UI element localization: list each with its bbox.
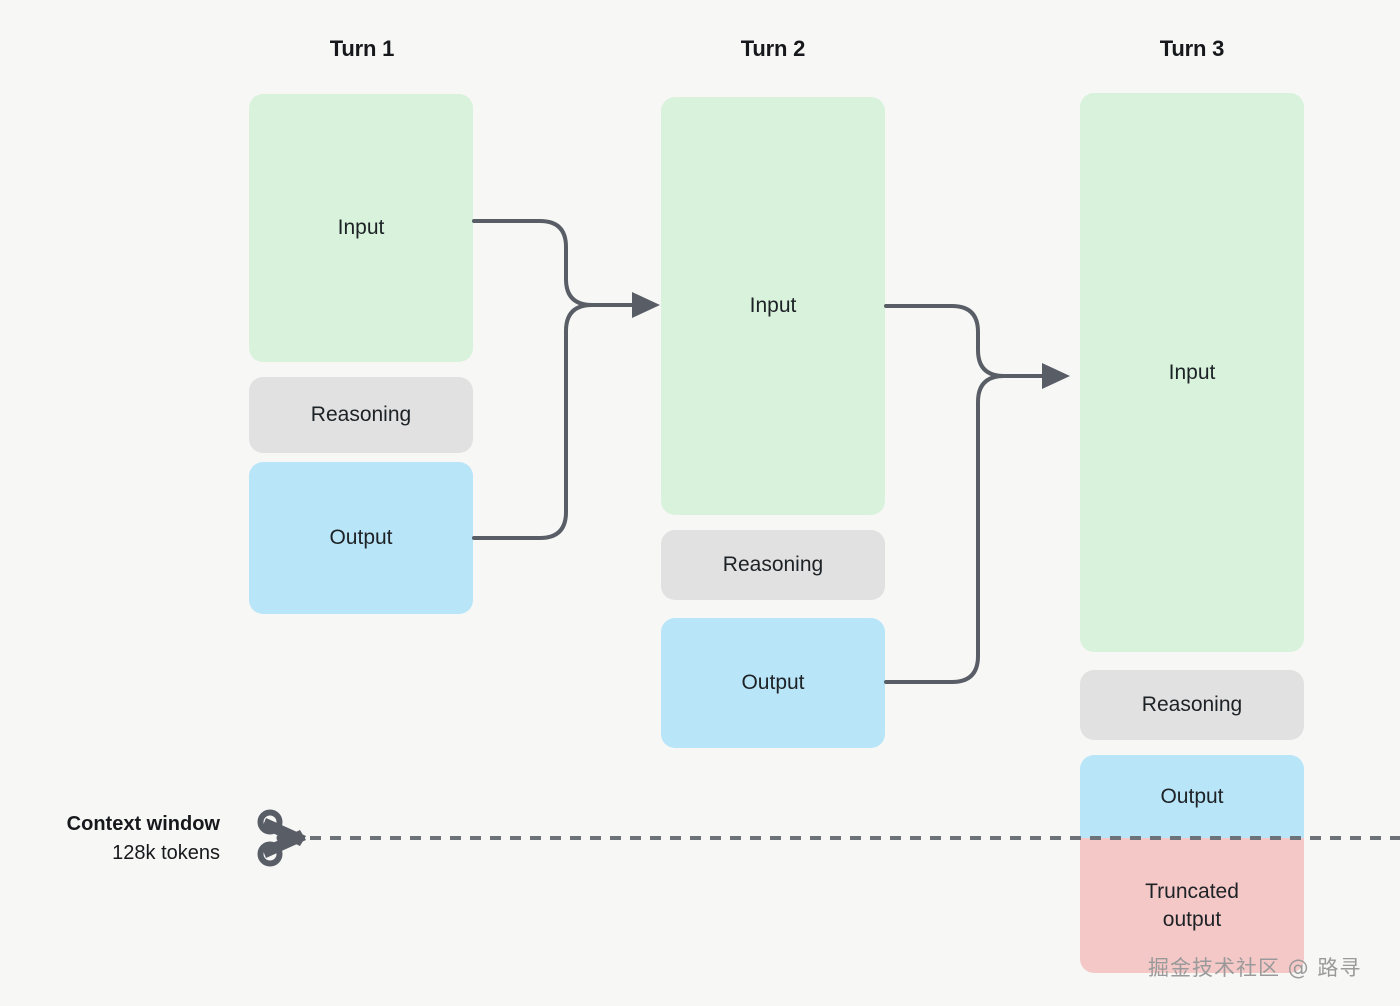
turn-3-output-block[interactable]: Output	[1080, 755, 1304, 838]
connector-turn1-to-turn2	[472, 219, 642, 540]
turn-1-reasoning-block[interactable]: Reasoning	[249, 377, 473, 453]
connector-turn2-input-path	[884, 304, 1052, 378]
turn-2-reasoning-block[interactable]: Reasoning	[661, 530, 885, 600]
turn-3-reasoning-block[interactable]: Reasoning	[1080, 670, 1304, 740]
turn-3-title: Turn 3	[1159, 36, 1225, 61]
connector-turn2-output-path	[884, 374, 1006, 684]
turn-1-input-block[interactable]: Input	[249, 94, 473, 362]
turn-2-input-block[interactable]: Input	[661, 97, 885, 515]
truncated-output-line-1: Truncated	[1145, 880, 1239, 904]
context-window-heading: Context window	[66, 813, 220, 835]
turn-1-output-block[interactable]: Output	[249, 462, 473, 614]
connector-turn2-to-turn3	[884, 304, 1052, 684]
context-window-amount: 128k tokens	[112, 842, 220, 864]
watermark-text: 掘金技术社区 @ 路寻	[1148, 956, 1362, 980]
scissors-icon	[257, 809, 306, 867]
connector-turn1-output-path	[472, 303, 594, 540]
turn-2-output-block[interactable]: Output	[661, 618, 885, 748]
arrow-head-turn1-to-turn2	[632, 292, 660, 318]
turn-2-title: Turn 2	[740, 36, 806, 61]
context-window-label: Context window 128k tokens	[0, 810, 220, 868]
arrow-head-turn2-to-turn3	[1042, 363, 1070, 389]
turn-3-truncated-output-block[interactable]: Truncated output	[1080, 838, 1304, 973]
turn-1-title: Turn 1	[329, 36, 395, 61]
connector-turn1-input-path	[472, 219, 642, 307]
turn-3-input-block[interactable]: Input	[1080, 93, 1304, 652]
truncated-output-line-2: output	[1162, 907, 1222, 931]
